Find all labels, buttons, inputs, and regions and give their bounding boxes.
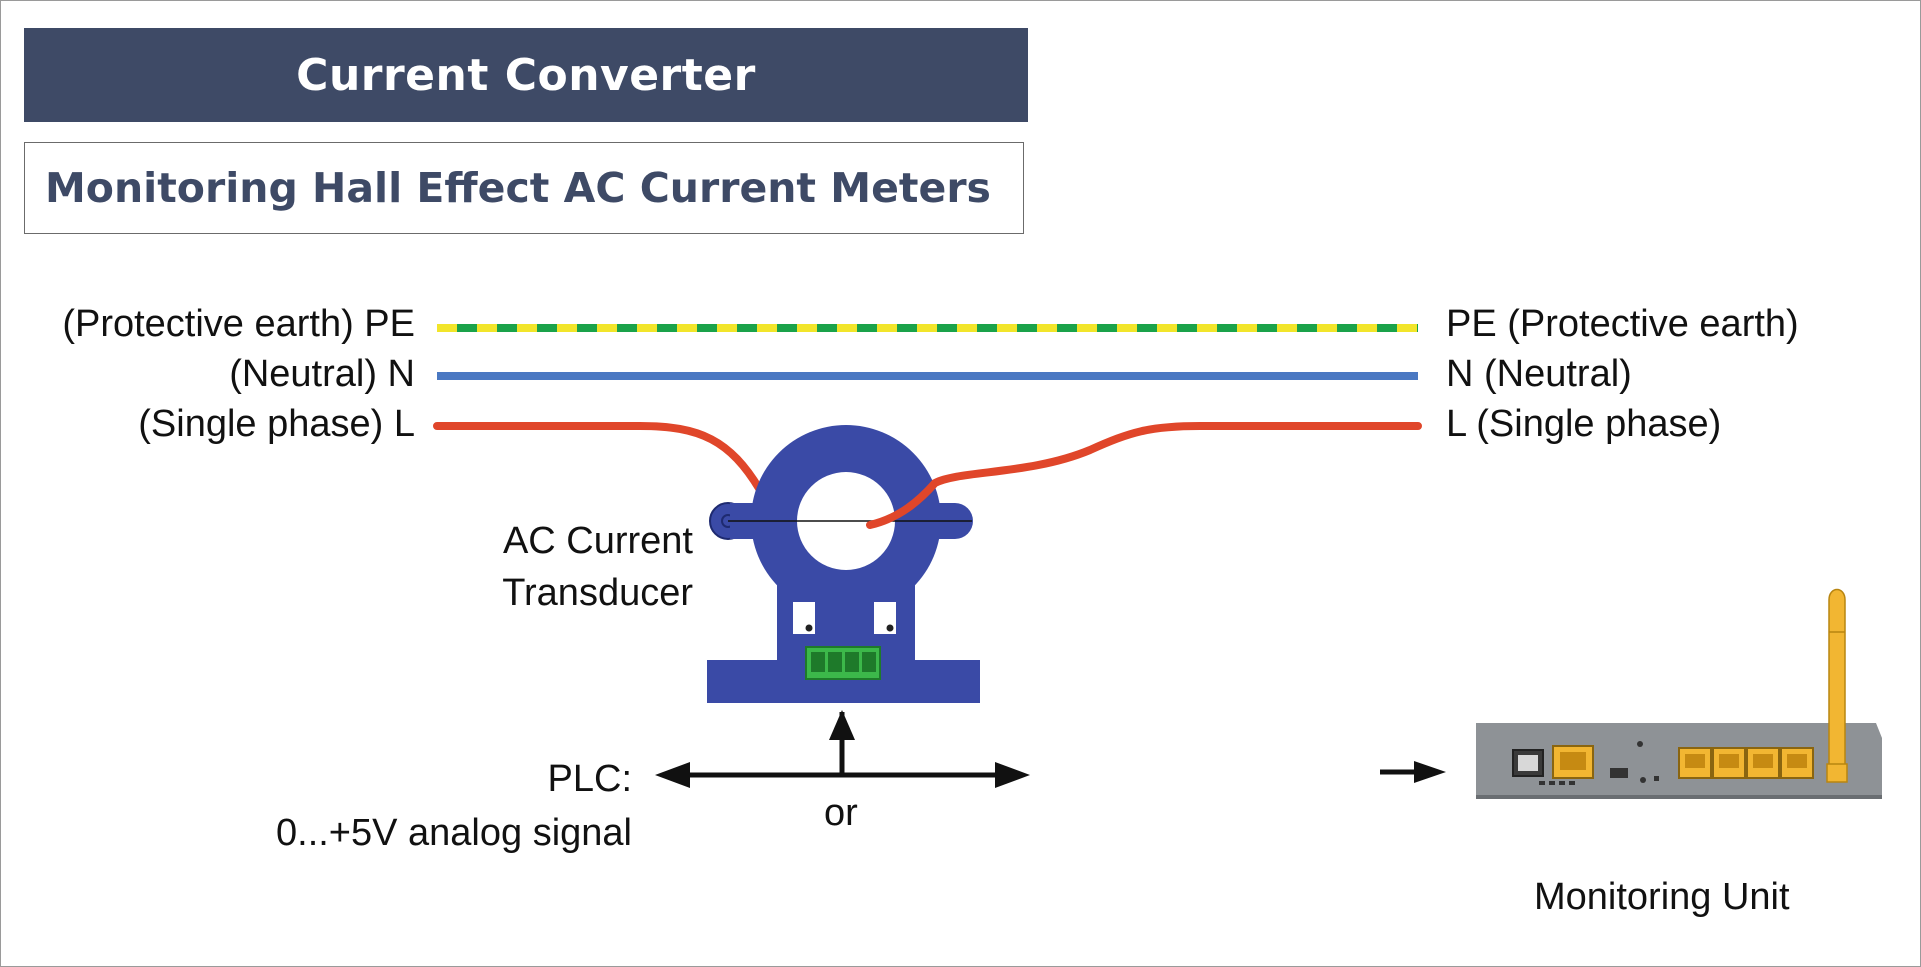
terminal-connector bbox=[805, 646, 881, 680]
signal-arrows bbox=[655, 710, 1446, 788]
page-subtitle: Monitoring Hall Effect AC Current Meters bbox=[45, 164, 991, 212]
transducer-label: AC Current Transducer bbox=[502, 515, 693, 619]
right-label-n: N (Neutral) bbox=[1446, 353, 1632, 395]
antenna-icon bbox=[1826, 588, 1848, 783]
left-label-n: (Neutral) N bbox=[229, 353, 415, 395]
monitoring-unit-device bbox=[1476, 588, 1882, 799]
monitoring-unit-label: Monitoring Unit bbox=[1534, 876, 1790, 918]
right-label-pe: PE (Protective earth) bbox=[1446, 303, 1799, 345]
plc-label-line2: 0...+5V analog signal bbox=[276, 812, 632, 854]
transducer-label-line2: Transducer bbox=[502, 572, 693, 614]
or-label: or bbox=[824, 792, 858, 834]
transducer-label-line1: AC Current bbox=[502, 520, 693, 562]
plc-label: PLC: 0...+5V analog signal bbox=[276, 752, 632, 860]
right-label-l: L (Single phase) bbox=[1446, 403, 1722, 445]
plc-label-line1: PLC: bbox=[547, 758, 632, 800]
left-label-pe: (Protective earth) PE bbox=[62, 303, 415, 345]
page-title: Current Converter bbox=[296, 49, 756, 101]
subtitle-box: Monitoring Hall Effect AC Current Meters bbox=[24, 142, 1024, 234]
ac-current-transducer bbox=[433, 422, 1422, 703]
left-label-l: (Single phase) L bbox=[138, 403, 415, 445]
title-banner: Current Converter bbox=[24, 28, 1028, 122]
